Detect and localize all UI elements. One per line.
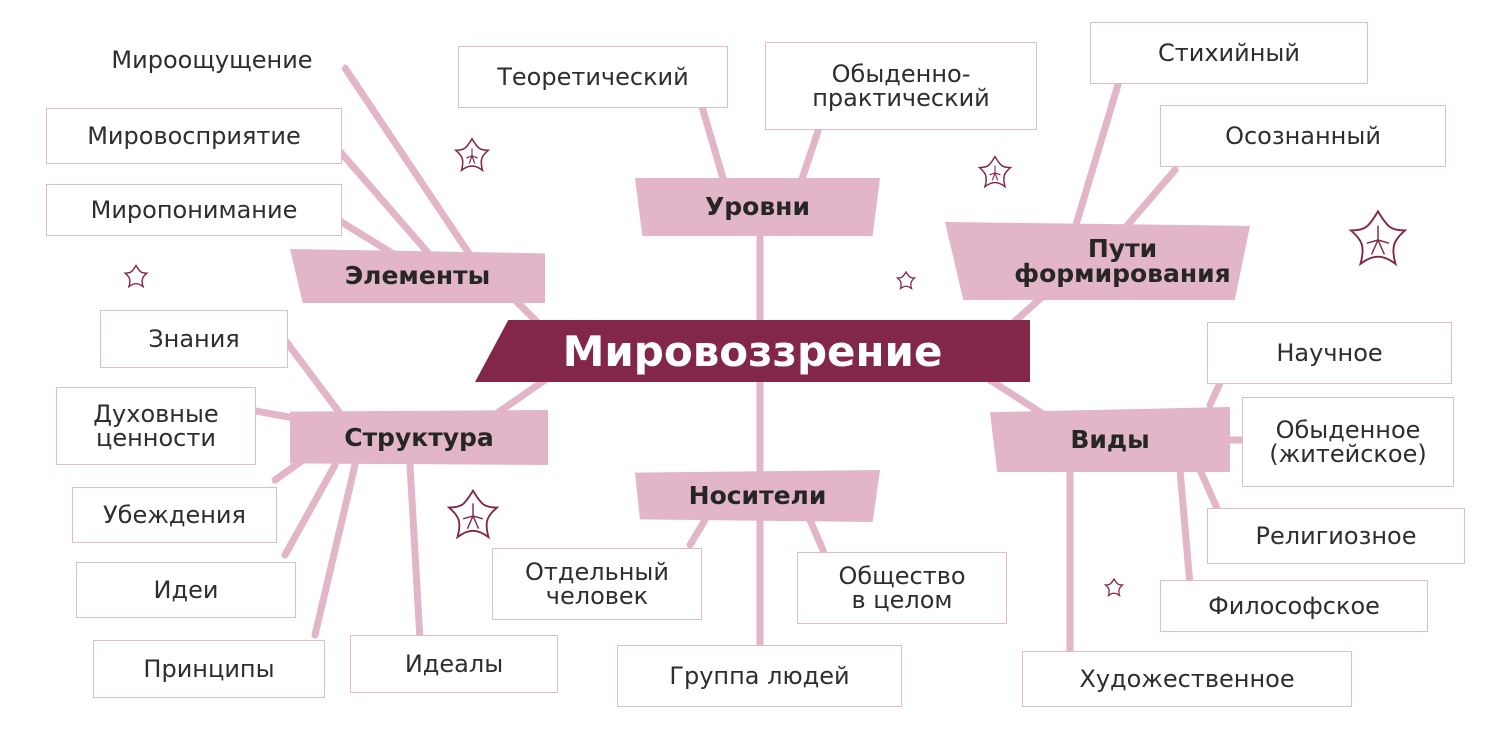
box-structure-5: Принципы: [93, 640, 325, 698]
flower-icon: [453, 137, 491, 173]
box-carriers-1: Отдельный человек: [492, 548, 702, 620]
box-levels-2: Обыденно- практический: [765, 42, 1037, 130]
box-structure-3: Убеждения: [72, 487, 277, 543]
flower-icon: [1348, 209, 1408, 267]
box-carriers-2: Общество в целом: [797, 552, 1007, 624]
box-types-1: Научное: [1207, 322, 1452, 384]
category-structure: Структура: [290, 410, 548, 465]
category-types: Виды: [990, 407, 1230, 472]
box-types-4: Философское: [1160, 580, 1428, 632]
box-paths-1: Стихийный: [1090, 22, 1368, 84]
box-structure-2: Духовные ценности: [56, 387, 256, 465]
central-topic: Мировоззрение: [475, 320, 1030, 382]
box-paths-2: Осознанный: [1160, 105, 1446, 167]
box-types-3: Религиозное: [1207, 508, 1465, 564]
box-elements-3: Миропонимание: [46, 184, 342, 236]
box-levels-1: Теоретический: [458, 46, 728, 108]
box-types-5: Художественное: [1022, 651, 1352, 707]
box-elements-1: Мироощущение: [62, 36, 362, 84]
category-carriers: Носители: [635, 470, 880, 522]
flower-icon: [1103, 577, 1125, 598]
category-paths: Пути формирования: [945, 222, 1250, 300]
category-levels: Уровни: [635, 178, 880, 236]
box-carriers-3: Группа людей: [617, 645, 902, 707]
category-elements: Элементы: [290, 249, 545, 303]
flower-icon: [895, 270, 917, 291]
box-structure-4: Идеи: [76, 562, 296, 618]
flower-icon: [123, 264, 149, 289]
flower-icon: [977, 155, 1013, 189]
flower-icon: [446, 488, 500, 540]
box-elements-2: Мировосприятие: [46, 108, 342, 164]
box-structure-1: Знания: [100, 310, 288, 368]
box-structure-6: Идеалы: [350, 635, 558, 693]
box-types-2: Обыденное (житейское): [1242, 397, 1454, 487]
